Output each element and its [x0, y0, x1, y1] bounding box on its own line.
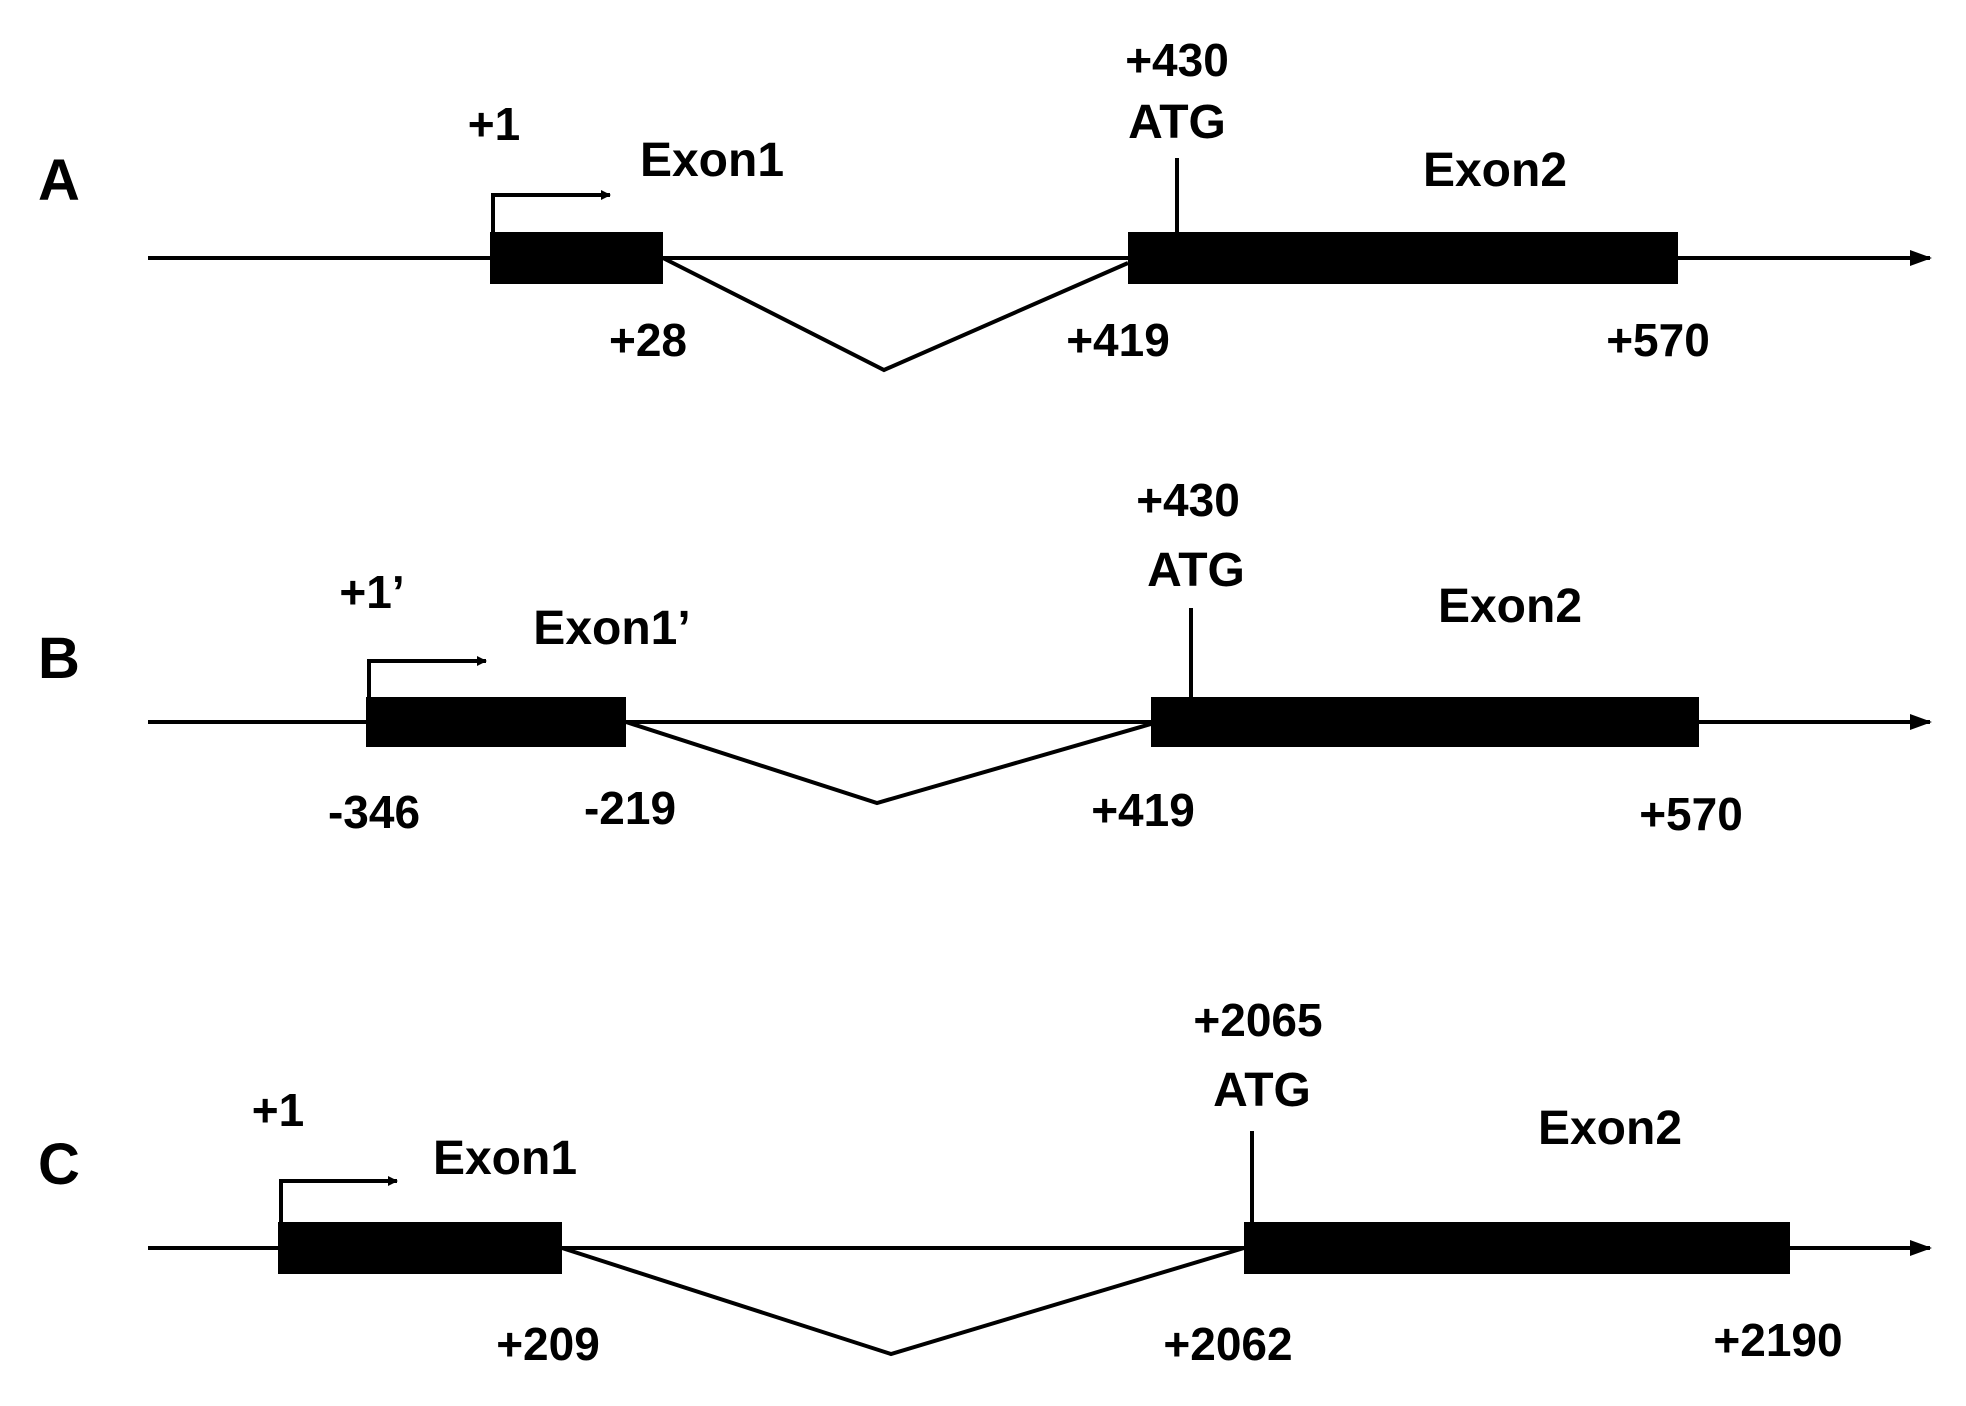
tss-arrow-icon: [367, 656, 487, 697]
exon2-box: [1244, 1222, 1790, 1274]
panel-b: B +1’ Exon1’ -346 -219 +430 ATG Exon2 +4…: [38, 474, 1932, 840]
exon1-label: Exon1: [640, 134, 784, 187]
exon2-box: [1128, 232, 1678, 284]
atg-label: ATG: [1128, 96, 1226, 149]
exon2-box: [1151, 697, 1699, 747]
tss-arrow-icon: [279, 1176, 398, 1222]
panel-letter-a: A: [38, 148, 80, 213]
exon1-start-label: -346: [328, 786, 420, 838]
panel-letter-b: B: [38, 626, 80, 691]
exon2-label: Exon2: [1423, 144, 1567, 197]
exon1-box: [278, 1222, 562, 1274]
panel-a: A +1 Exon1 +28 +430 ATG Exon2 +419 +570: [38, 34, 1932, 373]
atg-position-label: +430: [1136, 474, 1240, 526]
exon2-start-label: +419: [1091, 784, 1195, 836]
atg-label: ATG: [1213, 1064, 1311, 1117]
tss-label: +1’: [339, 566, 404, 618]
exon2-label: Exon2: [1438, 580, 1582, 633]
exon1-end-label: -219: [584, 782, 676, 834]
exon1-box: [490, 232, 663, 284]
exon2-start-label: +419: [1066, 314, 1170, 366]
exon1-label: Exon1’: [533, 602, 690, 655]
atg-label: ATG: [1147, 544, 1245, 597]
intron-splice-line: [561, 1246, 1245, 1357]
exon2-end-label: +2190: [1713, 1314, 1842, 1366]
exon1-label: Exon1: [433, 1132, 577, 1185]
panel-letter-c: C: [38, 1132, 80, 1197]
tss-label: +1: [252, 1084, 304, 1136]
intron-splice-line: [625, 720, 1152, 806]
tss-label: +1: [468, 98, 520, 150]
exon1-end-label: +209: [496, 1318, 600, 1370]
atg-position-label: +2065: [1193, 994, 1322, 1046]
exon2-end-label: +570: [1606, 314, 1710, 366]
intron-splice-line: [662, 256, 1129, 373]
atg-position-label: +430: [1125, 34, 1229, 86]
exon2-end-label: +570: [1639, 788, 1743, 840]
exon1-box: [366, 697, 626, 747]
exon1-end-label: +28: [609, 314, 687, 366]
exon2-label: Exon2: [1538, 1102, 1682, 1155]
exon2-start-label: +2062: [1163, 1318, 1292, 1370]
panel-c: C +1 Exon1 +209 +2065 ATG Exon2 +2062 +2…: [38, 994, 1932, 1370]
tss-arrow-icon: [491, 190, 611, 232]
